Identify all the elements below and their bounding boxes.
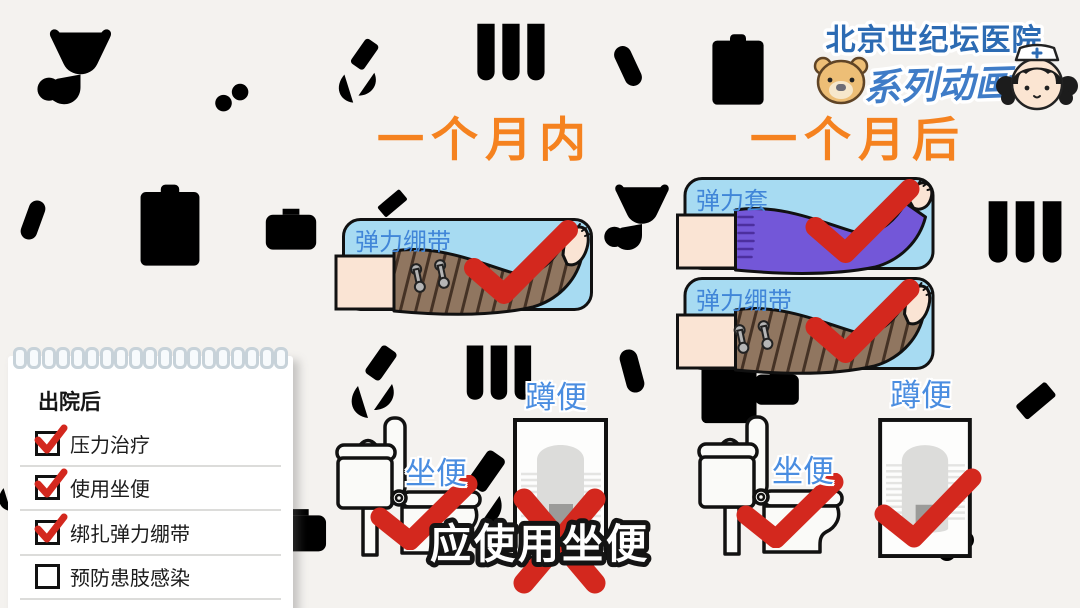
column-title-after-one-month: 一个月后 — [750, 113, 966, 166]
leg-card-bandage-left: 弹力绷带 — [334, 218, 593, 316]
check-icon — [805, 179, 920, 263]
leg-card-sleeve-right: 弹力套 — [676, 177, 935, 275]
check-icon — [874, 468, 982, 548]
sleeve-label: 弹力套 — [696, 188, 768, 215]
discharge-checklist-notepad: 出院后 压力治疗 使用坐便 绑扎弹力绷带 预防患肢感染 — [8, 347, 293, 608]
bandaged-leg-illustration — [334, 218, 593, 316]
bandage-label: 弹力绷带 — [696, 288, 792, 315]
bandaged-leg-illustration — [676, 277, 935, 375]
capsule-icon — [594, 33, 661, 98]
spiral-binding — [12, 347, 289, 369]
check-icon — [464, 220, 578, 304]
squat-toilet-label: 蹲便 — [890, 378, 952, 413]
squat-toilet-illustration — [513, 418, 608, 560]
checklist-title: 出院后 — [38, 391, 101, 414]
check-icon — [736, 473, 844, 548]
checklist-item-label: 使用坐便 — [70, 479, 150, 502]
series-name: 系列动画 — [863, 62, 1017, 108]
stethoscope-icon — [28, 22, 133, 127]
sitting-toilet-label: 坐便 — [405, 456, 467, 491]
column-title-within-one-month: 一个月内 — [377, 113, 593, 166]
bandage-label: 弹力绷带 — [355, 229, 451, 256]
sleeved-leg-illustration — [676, 177, 935, 275]
cross-icon — [513, 488, 606, 594]
check-icon — [34, 468, 68, 498]
check-icon — [805, 279, 920, 363]
check-icon — [34, 424, 68, 454]
checklist-item-prevent-infection: 预防患肢感染 — [20, 556, 281, 600]
capsule-icon — [2, 186, 64, 254]
sitting-toilet-illustration — [697, 415, 844, 556]
hospital-name: 北京世纪坛医院 — [826, 23, 1043, 57]
checkbox-checked — [34, 424, 68, 456]
capsule-icon — [597, 339, 668, 403]
checklist-item-label: 绑扎弹力绷带 — [70, 523, 190, 546]
sitting-toilet-label: 坐便 — [772, 454, 834, 489]
nurse-icon — [996, 43, 1078, 111]
checkbox-checked — [34, 468, 68, 501]
leg-card-bandage-right: 弹力绷带 — [676, 277, 935, 375]
checklist-item-label: 预防患肢感染 — [70, 568, 190, 591]
check-icon — [370, 475, 478, 550]
syringe-icon — [992, 340, 1080, 458]
checkbox-unchecked — [35, 564, 60, 590]
checklist-item-tie-elastic-bandage: 绑扎弹力绷带 — [20, 511, 281, 556]
clipboard-icon — [124, 178, 216, 276]
checklist-item-use-sitting-toilet: 使用坐便 — [20, 467, 281, 511]
first-aid-kit-icon — [258, 198, 324, 258]
squat-toilet-label: 蹲便 — [525, 380, 587, 415]
bear-icon — [813, 56, 869, 105]
video-subtitle: 应使用坐便 — [425, 516, 652, 572]
subtitle-text: 应使用坐便 — [430, 521, 650, 567]
hospital-logo: 北京世纪坛医院 系列动画 — [800, 8, 1080, 118]
check-icon — [34, 513, 68, 543]
checklist-item-label: 压力治疗 — [70, 434, 150, 457]
checklist-item-pressure-therapy: 压力治疗 — [20, 422, 281, 467]
checkbox-checked — [34, 513, 68, 545]
test-tubes-icon — [972, 188, 1076, 306]
forceps-icon — [172, 28, 264, 123]
